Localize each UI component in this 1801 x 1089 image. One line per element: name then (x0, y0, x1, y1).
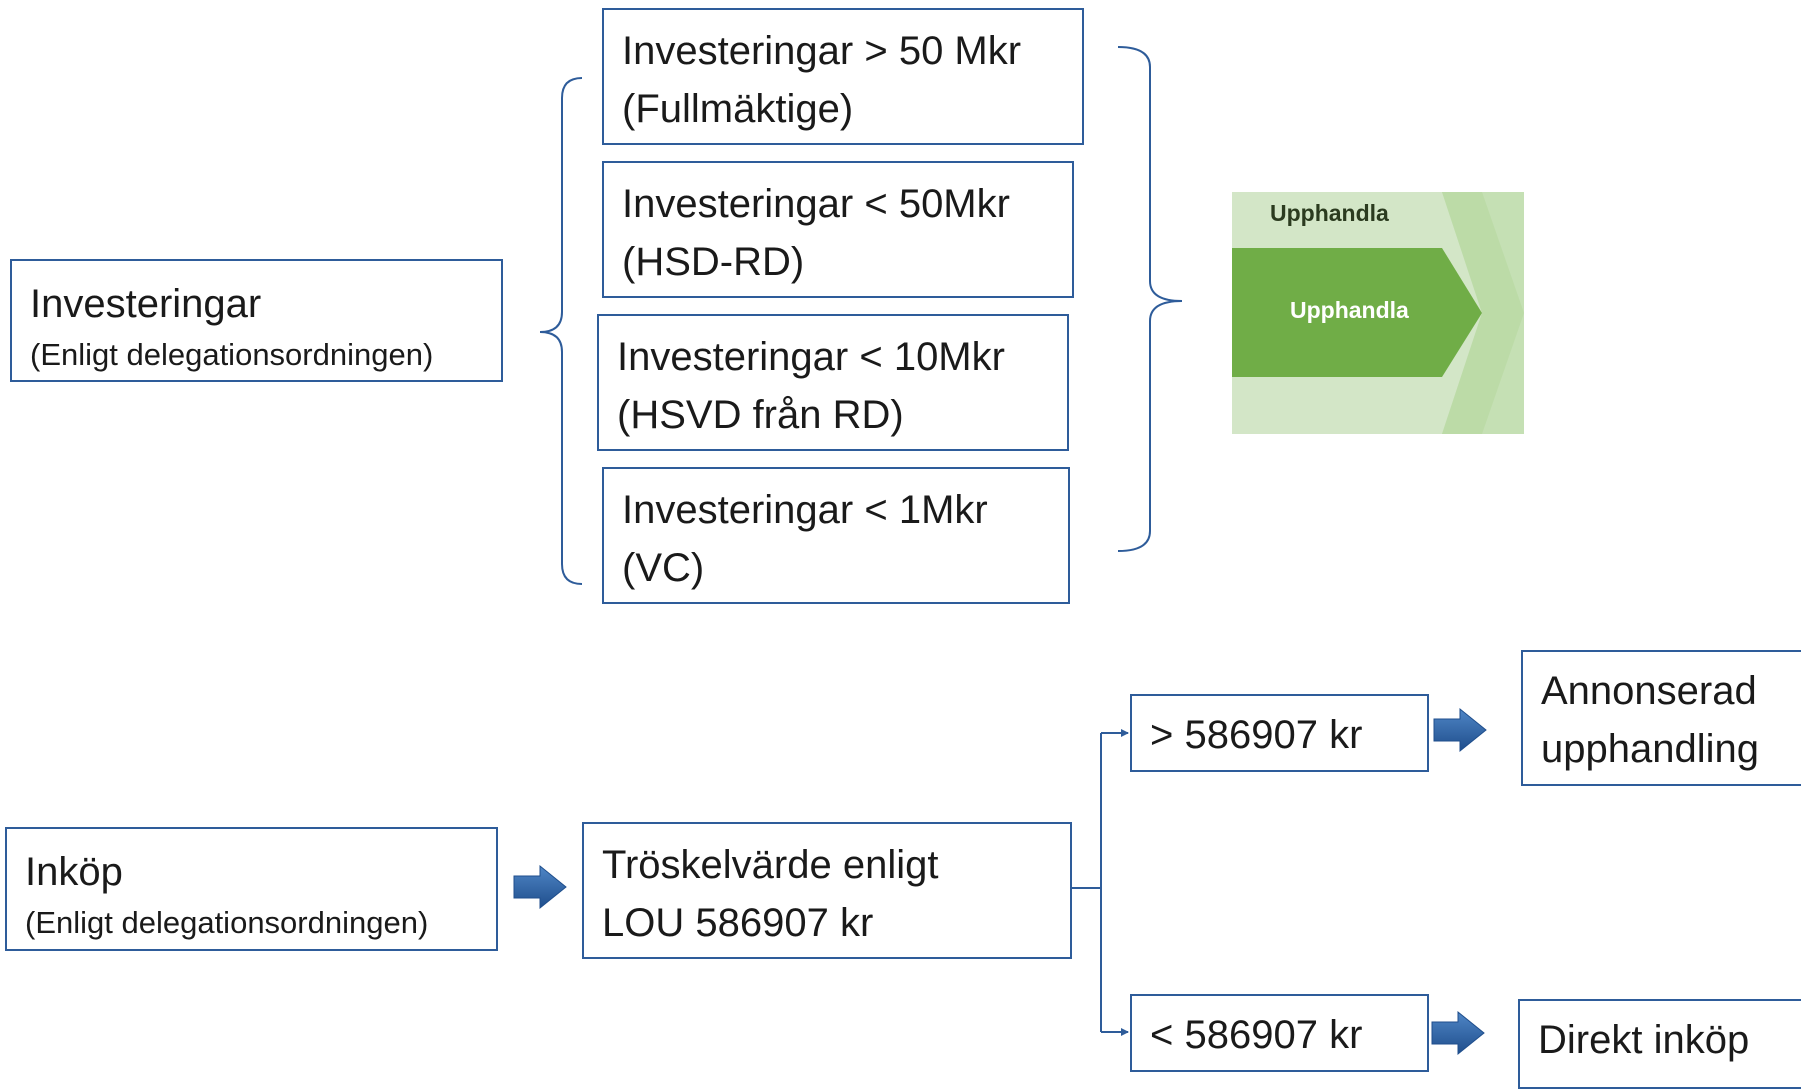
investment-level-box: Investeringar < 1Mkr (VC) (602, 467, 1070, 604)
left-brace (539, 77, 583, 585)
investment-level-authority: (HSD-RD) (622, 240, 805, 284)
above-threshold-box: > 586907 kr (1130, 694, 1429, 772)
right-brace (1117, 46, 1183, 552)
process-step-active-label: Upphandla (1290, 297, 1409, 323)
investment-level-authority: (VC) (622, 546, 705, 590)
below-threshold-label: < 586907 kr (1150, 1013, 1363, 1057)
threshold-split-line (1072, 733, 1102, 1032)
arrow-right-icon (1431, 1010, 1485, 1056)
investment-level-label: Investeringar < 10Mkr (617, 335, 1005, 379)
investment-level-authority: (Fullmäktige) (622, 87, 854, 131)
arrow-right-icon (513, 864, 567, 910)
investment-level-box: Investeringar < 50Mkr (HSD-RD) (602, 161, 1074, 298)
investment-level-label: Investeringar < 50Mkr (622, 182, 1010, 226)
advertised-procurement-line2: upphandling (1541, 727, 1759, 771)
process-step-header: Upphandla (1270, 200, 1389, 226)
upphandla-process-step: Upphandla Upphandla (1232, 192, 1524, 434)
purchases-title: Inköp (25, 850, 123, 894)
investment-level-authority: (HSVD från RD) (617, 393, 904, 437)
investment-level-box: Investeringar < 10Mkr (HSVD från RD) (597, 314, 1069, 451)
investments-title: Investeringar (30, 282, 262, 326)
arrow-right-icon (1433, 707, 1487, 753)
direct-purchase-box: Direkt inköp (1518, 999, 1801, 1089)
advertised-procurement-line1: Annonserad (1541, 669, 1757, 713)
investments-subtitle: (Enligt delegationsordningen) (30, 337, 434, 372)
investments-source-box: Investeringar (Enligt delegationsordning… (10, 259, 503, 382)
investment-level-label: Investeringar < 1Mkr (622, 488, 988, 532)
investment-level-box: Investeringar > 50 Mkr (Fullmäktige) (602, 8, 1084, 145)
threshold-box: Tröskelvärde enligt LOU 586907 kr (582, 822, 1072, 959)
threshold-line1: Tröskelvärde enligt (602, 843, 939, 887)
purchases-source-box: Inköp (Enligt delegationsordningen) (5, 827, 498, 951)
advertised-procurement-box: Annonserad upphandling (1521, 650, 1801, 786)
purchases-subtitle: (Enligt delegationsordningen) (25, 905, 429, 940)
below-threshold-box: < 586907 kr (1130, 994, 1429, 1072)
threshold-line2: LOU 586907 kr (602, 901, 874, 945)
direct-purchase-label: Direkt inköp (1538, 1018, 1750, 1062)
above-threshold-label: > 586907 kr (1150, 713, 1363, 757)
investment-level-label: Investeringar > 50 Mkr (622, 29, 1022, 73)
process-chevron-graphic (1232, 192, 1524, 434)
